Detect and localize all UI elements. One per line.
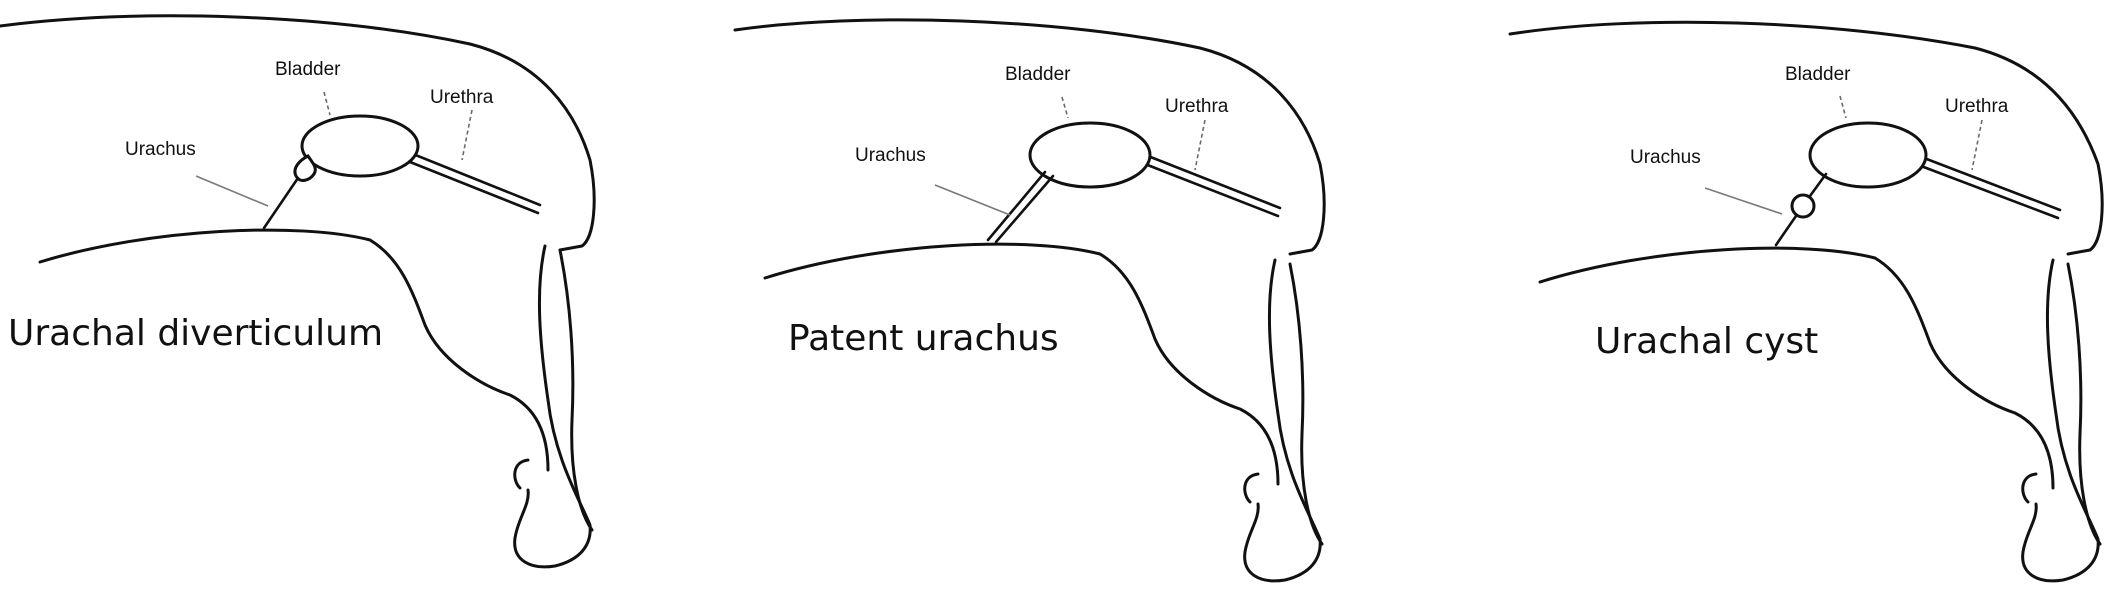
panel-urachal-cyst: Bladder Urethra Urachus Urachal cyst: [1508, 20, 2104, 583]
urachus-label: Urachus: [1630, 147, 1701, 168]
bladder-leader: [323, 91, 331, 116]
urethra-tube-inner: [403, 158, 540, 215]
urachus-cord-lower: [1774, 214, 1798, 247]
panel-title: Urachal diverticulum: [8, 313, 383, 354]
urethra-tube-inner: [1143, 162, 1280, 218]
hind-leg-outer: [558, 248, 594, 532]
urachus-tube: [986, 170, 1047, 242]
bladder-leader: [1839, 95, 1847, 119]
urethra-leader: [461, 109, 473, 161]
urethra-label: Urethra: [1945, 96, 2009, 117]
panel-urachal-diverticulum: Bladder Urethra Urachus Urachal divertic…: [0, 14, 596, 569]
urethra-tube: [406, 150, 542, 207]
urachus-cord: [262, 176, 300, 230]
body-outline-back: [0, 14, 596, 252]
hind-leg-outer: [2066, 262, 2102, 546]
bladder-label: Bladder: [275, 59, 341, 80]
body-outline-back: [733, 18, 1326, 256]
bladder-shape: [1808, 121, 1928, 189]
body-outline-belly: [763, 242, 1280, 486]
paw-outline: [1243, 472, 1260, 504]
urachal-diverticulum-shape: [293, 154, 317, 182]
urethra-label: Urethra: [1165, 96, 1229, 117]
urethra-tube: [1922, 156, 2062, 212]
body-outline-belly: [1538, 246, 2055, 490]
panel-title: Patent urachus: [788, 318, 1059, 359]
urachus-label: Urachus: [855, 145, 926, 166]
urethra-leader: [1971, 119, 1983, 171]
bladder-shape: [300, 114, 420, 178]
urachus-tube-inner: [994, 174, 1055, 244]
urethra-tube-inner: [1919, 164, 2060, 220]
urethra-leader: [1194, 119, 1206, 171]
hind-leg-outer: [1288, 262, 1324, 546]
body-outline-back: [1508, 20, 2104, 256]
urachus-leader: [934, 184, 1011, 216]
urachus-leader: [195, 175, 269, 207]
bladder-leader: [1061, 96, 1069, 119]
panel-title: Urachal cyst: [1595, 321, 1818, 362]
panel-patent-urachus: Bladder Urethra Urachus Patent urachus: [733, 18, 1326, 583]
hind-leg-inner: [2021, 258, 2100, 583]
urethra-tube: [1146, 154, 1282, 210]
urachal-cyst-shape: [1790, 193, 1816, 219]
urethra-label: Urethra: [430, 87, 494, 108]
paw-outline: [513, 458, 530, 490]
bladder-label: Bladder: [1785, 64, 1851, 85]
bladder-shape: [1028, 121, 1152, 189]
urachus-cord-upper: [1808, 172, 1828, 198]
bladder-label: Bladder: [1005, 64, 1071, 85]
urachus-leader: [1704, 187, 1783, 215]
urachus-label: Urachus: [125, 139, 196, 160]
paw-outline: [2021, 472, 2038, 504]
body-outline-belly: [38, 228, 550, 472]
